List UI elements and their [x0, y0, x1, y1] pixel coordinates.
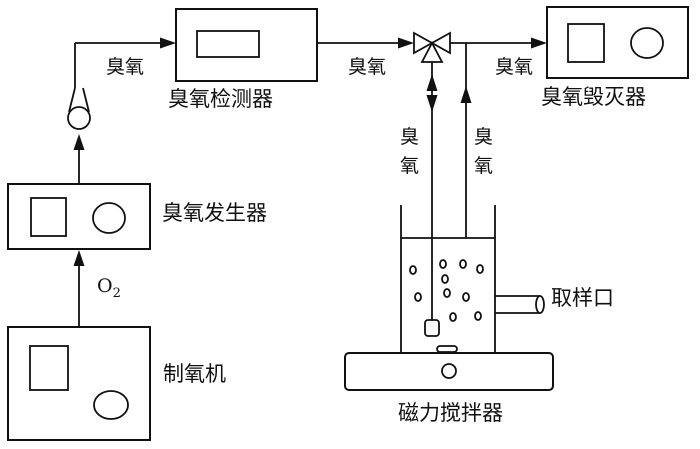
- ozone-destroyer-label: 臭氧毁灭器: [541, 85, 646, 109]
- valve-to-destroyer-arrow: [531, 37, 547, 49]
- ozone-destroyer: [546, 6, 689, 79]
- ozone-destroyer-panel: [567, 23, 605, 63]
- outlet-arrow: [460, 86, 472, 103]
- bubble: [443, 288, 451, 298]
- bubble: [449, 312, 457, 322]
- inlet-arrow-up: [426, 74, 438, 91]
- to-detector-arrow: [160, 37, 176, 49]
- magnetic-stirrer: [344, 352, 554, 391]
- ozone-generator-box: [7, 183, 151, 250]
- ozone-detector-display: [196, 30, 260, 58]
- ozone-detector-label: 臭氧检测器: [168, 87, 273, 111]
- flow-meter-cone-right: [82, 87, 90, 113]
- o2-arrow: [73, 250, 85, 266]
- ozone-label-down-2: 氧: [400, 155, 419, 177]
- bubble: [439, 259, 447, 269]
- ozone-generator-panel: [30, 197, 67, 237]
- valve-left-wedge: [413, 31, 434, 55]
- sample-port-label: 取样口: [551, 286, 614, 310]
- oxygen-maker-panel: [29, 345, 69, 391]
- ozone-label-mid: 臭氧: [348, 56, 386, 78]
- oxygen-maker: [7, 326, 151, 441]
- stirrer-knob: [441, 363, 457, 379]
- stir-bar: [436, 345, 458, 353]
- flow-meter-icon: [67, 87, 91, 130]
- three-way-valve-icon: [413, 31, 451, 63]
- sample-port-end: [535, 295, 545, 314]
- ozone-label-up-2: 氧: [474, 155, 493, 177]
- detector-to-valve-arrow: [398, 37, 414, 49]
- bubble: [474, 311, 482, 321]
- ozone-generator-knob: [92, 202, 126, 234]
- gas-diffuser: [424, 319, 440, 337]
- flow-meter-ball: [67, 106, 91, 130]
- oxygen-maker-knob: [93, 390, 129, 420]
- ozone-generator: [7, 183, 151, 250]
- bubble: [441, 274, 449, 284]
- flow-meter-cone-left: [68, 87, 76, 113]
- generator-out-arrow: [73, 134, 85, 150]
- o2-label-sub: 2: [113, 286, 121, 301]
- ozone-destroyer-knob: [630, 27, 664, 59]
- inlet-arrow-down: [426, 95, 438, 112]
- bubble: [414, 292, 422, 302]
- ozone-label-left: 臭氧: [106, 56, 144, 78]
- bubble: [459, 259, 467, 269]
- ozone-generator-label: 臭氧发生器: [162, 201, 267, 225]
- reactor-vessel: [400, 205, 545, 354]
- stirrer-label: 磁力搅拌器: [398, 401, 503, 425]
- ozone-label-up-1: 臭: [474, 126, 493, 148]
- ozone-label-right: 臭氧: [495, 56, 533, 78]
- sample-port-tube: [495, 295, 540, 314]
- ozone-detector: [175, 8, 318, 82]
- bubbles: [409, 259, 484, 322]
- bubble: [409, 265, 417, 275]
- bubble: [476, 264, 484, 274]
- o2-label: O2: [97, 275, 121, 301]
- bubble: [462, 292, 470, 302]
- oxygen-maker-label: 制氧机: [163, 362, 226, 386]
- o2-label-main: O: [97, 275, 113, 297]
- ozone-label-down-1: 臭: [400, 126, 419, 148]
